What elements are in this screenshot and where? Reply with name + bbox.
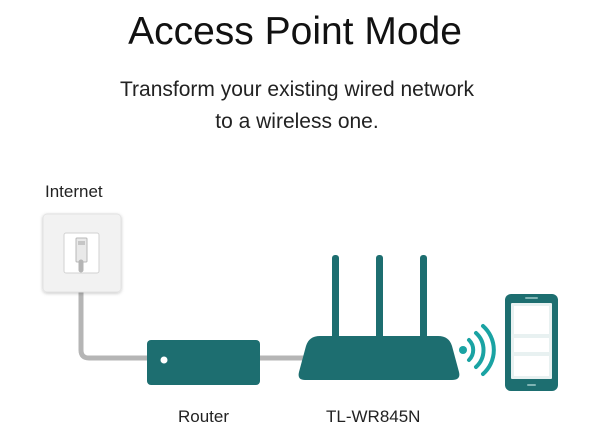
wifi-signal-icon xyxy=(459,324,496,376)
subtitle-line-2: to a wireless one. xyxy=(215,110,379,133)
ethernet-wall-outlet-icon xyxy=(42,213,122,293)
access-point-body xyxy=(298,336,460,380)
router-box-icon xyxy=(147,340,260,385)
page-subtitle: Transform your existing wired network to… xyxy=(0,74,590,138)
subtitle-line-1: Transform your existing wired network xyxy=(119,78,474,101)
router-label: Router xyxy=(178,407,230,426)
page-title: Access Point Mode xyxy=(128,10,462,53)
antenna-right xyxy=(420,255,427,341)
antenna-left xyxy=(332,255,339,341)
internet-label: Internet xyxy=(45,182,103,201)
access-point-label: TL-WR845N xyxy=(326,407,421,426)
antenna-middle xyxy=(376,255,383,341)
wireless-router-icon xyxy=(298,255,460,380)
network-cables xyxy=(78,259,311,361)
smartphone-icon xyxy=(505,294,558,391)
internet-to-router-cable xyxy=(78,259,153,361)
